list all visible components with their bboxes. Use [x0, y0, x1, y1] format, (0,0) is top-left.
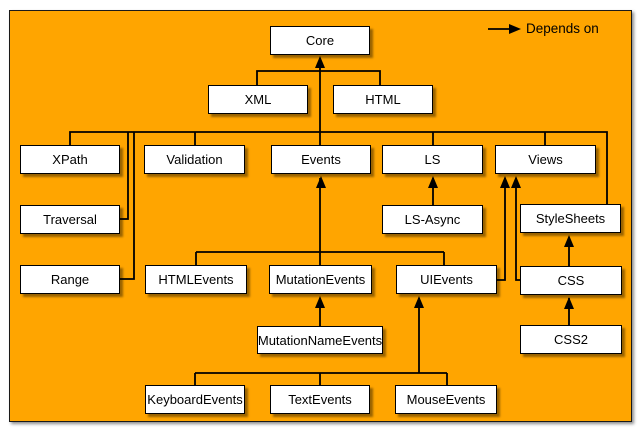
node-mouseevents: MouseEvents: [395, 385, 497, 414]
node-label-stylesheets: StyleSheets: [535, 211, 606, 226]
node-label-keyboardevents: KeyboardEvents: [147, 392, 243, 407]
node-label-uievents: UIEvents: [420, 272, 473, 287]
node-label-xml: XML: [244, 92, 272, 107]
node-label-ls-async: LS-Async: [404, 212, 461, 227]
node-views: Views: [495, 145, 596, 174]
node-xpath: XPath: [20, 145, 120, 174]
node-ls: LS: [382, 145, 483, 174]
node-keyboardevents: KeyboardEvents: [145, 385, 245, 414]
node-label-textevents: TextEvents: [288, 392, 352, 407]
node-label-xpath: XPath: [52, 152, 88, 167]
node-mutationnameevents: MutationNameEvents: [257, 326, 383, 354]
node-label-traversal: Traversal: [43, 212, 97, 227]
node-css2: CSS2: [520, 325, 622, 354]
node-label-html: HTML: [365, 92, 401, 107]
node-css: CSS: [520, 266, 622, 295]
node-stylesheets: StyleSheets: [520, 204, 621, 233]
node-label-mutationnameevents: MutationNameEvents: [257, 332, 383, 348]
node-label-core: Core: [305, 33, 335, 48]
node-label-css2: CSS2: [554, 332, 588, 347]
node-html: HTML: [333, 85, 433, 114]
node-validation: Validation: [144, 145, 245, 174]
node-htmlevents: HTMLEvents: [145, 265, 247, 294]
node-label-mutationevents: MutationEvents: [275, 272, 366, 287]
node-label-validation: Validation: [166, 152, 223, 167]
node-label-events: Events: [301, 152, 341, 167]
node-range: Range: [20, 265, 120, 294]
node-label-range: Range: [50, 272, 90, 287]
node-label-views: Views: [528, 152, 563, 167]
node-traversal: Traversal: [20, 205, 120, 234]
node-mutationevents: MutationEvents: [269, 265, 372, 294]
node-textevents: TextEvents: [270, 385, 370, 414]
node-uievents: UIEvents: [396, 265, 497, 294]
node-label-css: CSS: [557, 273, 585, 288]
node-ls-async: LS-Async: [382, 205, 483, 234]
legend-label: Depends on: [526, 21, 599, 36]
node-core: Core: [270, 26, 370, 55]
node-events: Events: [271, 145, 371, 174]
node-label-htmlevents: HTMLEvents: [158, 272, 234, 287]
node-label-ls: LS: [424, 152, 441, 167]
node-xml: XML: [208, 85, 308, 114]
node-label-mouseevents: MouseEvents: [406, 392, 486, 407]
